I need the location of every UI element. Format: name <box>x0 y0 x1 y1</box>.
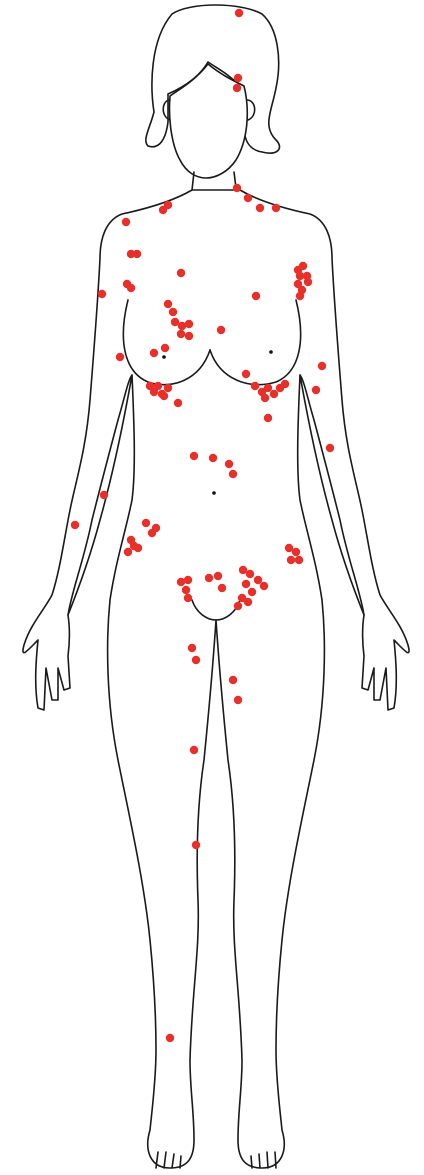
groin-outline <box>192 600 240 620</box>
lesion-dot <box>154 382 162 390</box>
lesion-dot <box>214 572 222 580</box>
lesion-dot <box>127 284 135 292</box>
lesion-dot <box>185 332 193 340</box>
lesion-dot <box>148 529 156 537</box>
lesion-dot <box>270 390 278 398</box>
lesion-dot <box>233 84 241 92</box>
lesion-dot <box>252 292 260 300</box>
lesion-dot <box>169 308 177 316</box>
lesion-dot <box>182 586 190 594</box>
lesion-dot <box>318 362 326 370</box>
lesion-dot <box>281 380 289 388</box>
lesion-dot <box>296 292 304 300</box>
lesion-dot <box>244 194 252 202</box>
lesion-dot <box>287 556 295 564</box>
lesion-dot <box>164 201 172 209</box>
lesion-dot <box>272 204 280 212</box>
lesion-dot <box>256 204 264 212</box>
lesion-dot <box>242 580 250 588</box>
lesion-dot <box>233 184 241 192</box>
landmark-dot <box>162 355 166 359</box>
lesion-dot <box>133 250 141 258</box>
lesion-dot <box>184 576 192 584</box>
body-outline <box>23 5 409 1168</box>
lesion-dot <box>218 584 226 592</box>
lesion-dot <box>190 452 198 460</box>
lesion-dot <box>134 544 142 552</box>
lesion-dot <box>188 644 196 652</box>
lesion-dot <box>177 269 185 277</box>
lesion-dot <box>261 394 269 402</box>
lesion-dot <box>234 74 242 82</box>
lesion-dot <box>299 262 307 270</box>
lesion-dot <box>264 414 272 422</box>
lesion-dot <box>122 218 130 226</box>
lesion-dot <box>164 300 172 308</box>
lesion-dot <box>185 320 193 328</box>
lesion-dot <box>260 582 268 590</box>
lesion-dot <box>248 588 256 596</box>
lesion-dot <box>142 519 150 527</box>
lesion-dot <box>184 594 192 602</box>
lesion-dot <box>229 676 237 684</box>
breast-left-outline <box>123 300 210 385</box>
lesion-dot <box>98 290 106 298</box>
lesion-dot <box>304 278 312 286</box>
breast-right-outline <box>210 300 301 385</box>
lesion-dot <box>209 454 217 462</box>
lesion-dot <box>161 344 169 352</box>
lesion-dot <box>292 548 300 556</box>
lesion-dot <box>174 399 182 407</box>
lesion-dot <box>192 841 200 849</box>
lesion-dot <box>166 1034 174 1042</box>
lesion-dot <box>235 9 243 17</box>
lesion-dot <box>244 598 252 606</box>
lesion-dot <box>217 326 225 334</box>
lesion-dot <box>164 384 172 392</box>
lesion-dot <box>160 392 168 400</box>
lesion-dot <box>234 602 242 610</box>
body-silhouette <box>23 190 409 1168</box>
lesion-dot <box>242 370 250 378</box>
lesion-dot <box>100 491 108 499</box>
lesion-dot <box>177 330 185 338</box>
lesion-dot <box>251 382 259 390</box>
lesion-dot <box>192 656 200 664</box>
lesion-dot <box>312 386 320 394</box>
lesion-dot <box>190 746 198 754</box>
lesion-dot <box>124 548 132 556</box>
lesion-dot <box>150 349 158 357</box>
lesion-dot <box>116 353 124 361</box>
lesion-dot <box>295 556 303 564</box>
lesion-dot <box>225 460 233 468</box>
lesion-dot <box>205 574 213 582</box>
landmark-dots <box>162 350 273 495</box>
lesion-dot <box>264 384 272 392</box>
landmark-dot <box>212 491 216 495</box>
lesion-dot <box>234 696 242 704</box>
landmark-dot <box>269 350 273 354</box>
lesion-dot <box>229 470 237 478</box>
lesion-dot <box>254 576 262 584</box>
lesion-dot <box>71 521 79 529</box>
lesion-dot <box>326 444 334 452</box>
lesion-dot <box>246 570 254 578</box>
